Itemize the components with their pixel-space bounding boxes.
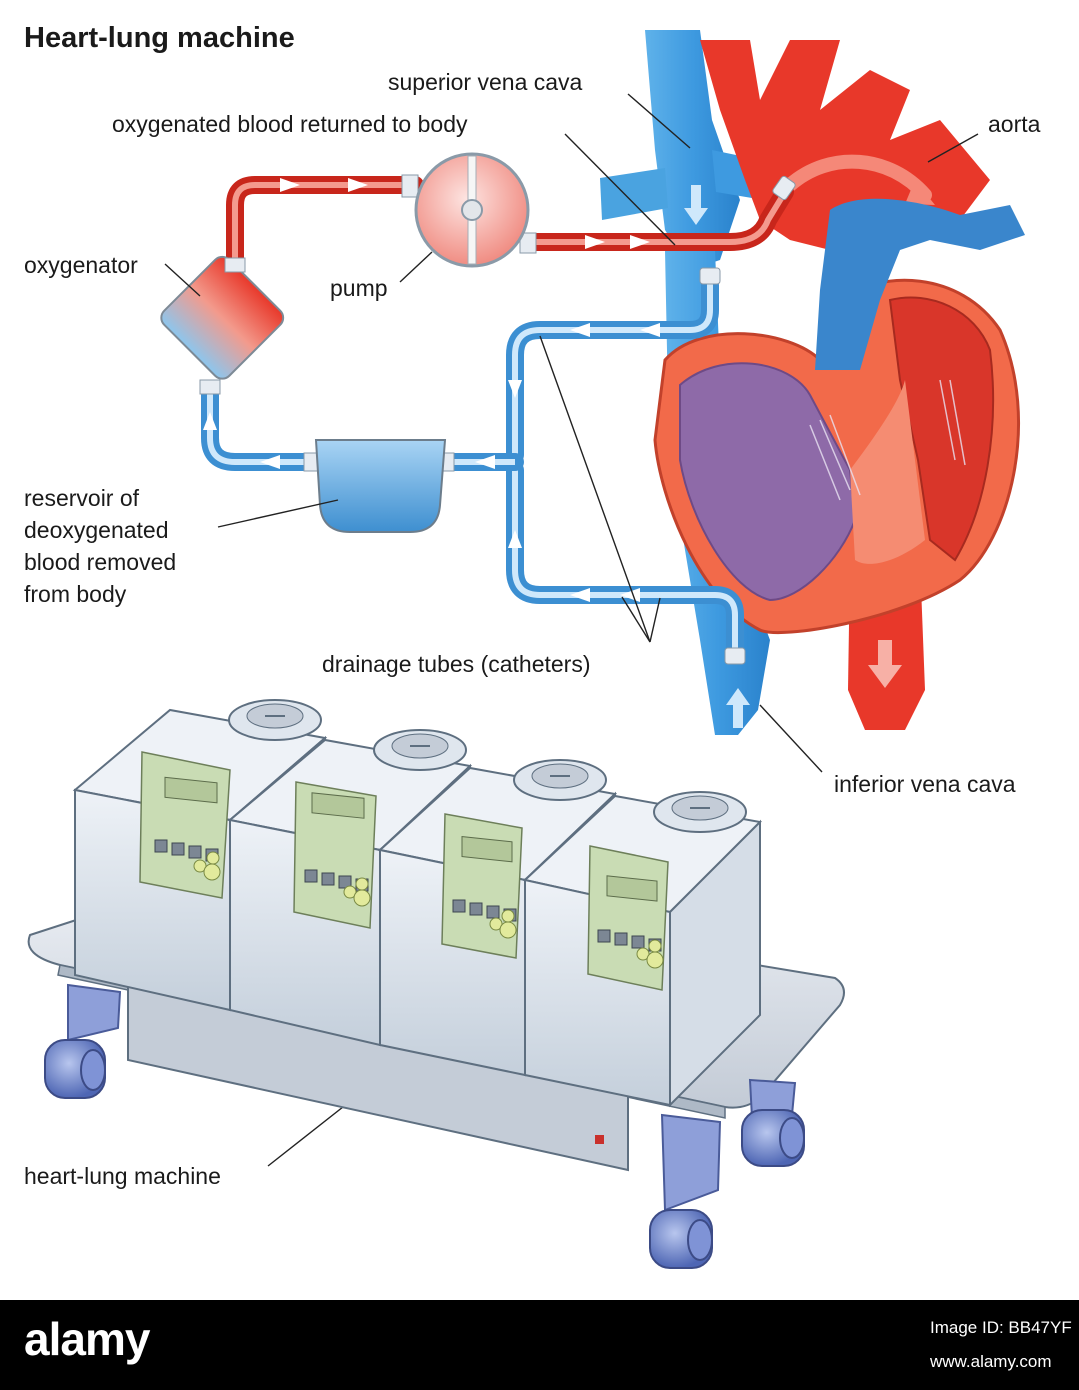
- label-superior-vena-cava: superior vena cava: [388, 69, 583, 95]
- svc-flow-arrow: [684, 185, 708, 225]
- aortic-arch-arrow: [905, 180, 935, 205]
- heart-chordae: [809, 379, 966, 501]
- label-heart-lung-machine: heart-lung machine: [24, 1163, 221, 1189]
- descending-aorta-arrow: [868, 640, 902, 688]
- pulmonary-artery-vessel: [815, 198, 1025, 370]
- oxygenator-device: [160, 255, 285, 395]
- diagram-title: Heart-lung machine: [24, 22, 295, 54]
- power-indicator: [595, 1135, 604, 1144]
- label-reservoir-line-2: deoxygenated: [24, 517, 169, 543]
- label-oxygenated-blood: oxygenated blood returned to body: [112, 111, 468, 137]
- machine-units: [72, 699, 763, 1108]
- red-flow-arrows: [280, 178, 650, 249]
- blue-flow-arrows: [203, 323, 660, 602]
- label-pump: pump: [330, 275, 388, 301]
- reservoir-device: [303, 439, 455, 533]
- machine-illustration: [27, 699, 845, 1269]
- footer-site-url: www.alamy.com: [930, 1352, 1052, 1371]
- superior-catheter-tip: [699, 267, 721, 285]
- label-reservoir: reservoir of deoxygenated blood removed …: [24, 482, 234, 610]
- label-reservoir-line-1: reservoir of: [24, 485, 140, 511]
- watermark-footer-bar: [0, 1300, 1079, 1390]
- footer-brand-logo: alamy: [24, 1313, 150, 1365]
- label-oxygenator: oxygenator: [24, 252, 138, 278]
- heart-septum: [850, 380, 925, 564]
- label-reservoir-line-3: blood removed: [24, 549, 177, 575]
- label-reservoir-line-4: from body: [24, 581, 127, 607]
- aortic-arch-highlight: [783, 154, 932, 202]
- label-aorta: aorta: [988, 111, 1041, 137]
- footer-image-id: Image ID: BB47YF: [930, 1318, 1072, 1337]
- label-leader-lines: [164, 93, 979, 1167]
- red-tube-oxygenator-to-pump: [226, 176, 424, 279]
- pump-unit-4: [522, 791, 763, 1108]
- machine-wheels: [44, 1039, 805, 1269]
- ivc-flow-arrow: [726, 688, 750, 728]
- left-heart-chamber: [888, 296, 995, 562]
- label-drainage-tubes: drainage tubes (catheters): [322, 651, 591, 677]
- vein-branch-left: [600, 168, 668, 220]
- aortic-cannula-tip: [772, 175, 796, 201]
- diagram-artwork: [27, 30, 1025, 1269]
- bypass-circuit: [160, 93, 979, 1167]
- inferior-catheter-tip: [724, 647, 746, 665]
- pump-device: [401, 152, 537, 268]
- heart-illustration: [600, 30, 1025, 735]
- superior-vena-cava-vessel: [645, 30, 740, 270]
- right-heart-chamber: [679, 362, 857, 602]
- label-inferior-vena-cava: inferior vena cava: [834, 771, 1016, 797]
- blue-tube-reservoir-to-oxygenator: [201, 386, 327, 471]
